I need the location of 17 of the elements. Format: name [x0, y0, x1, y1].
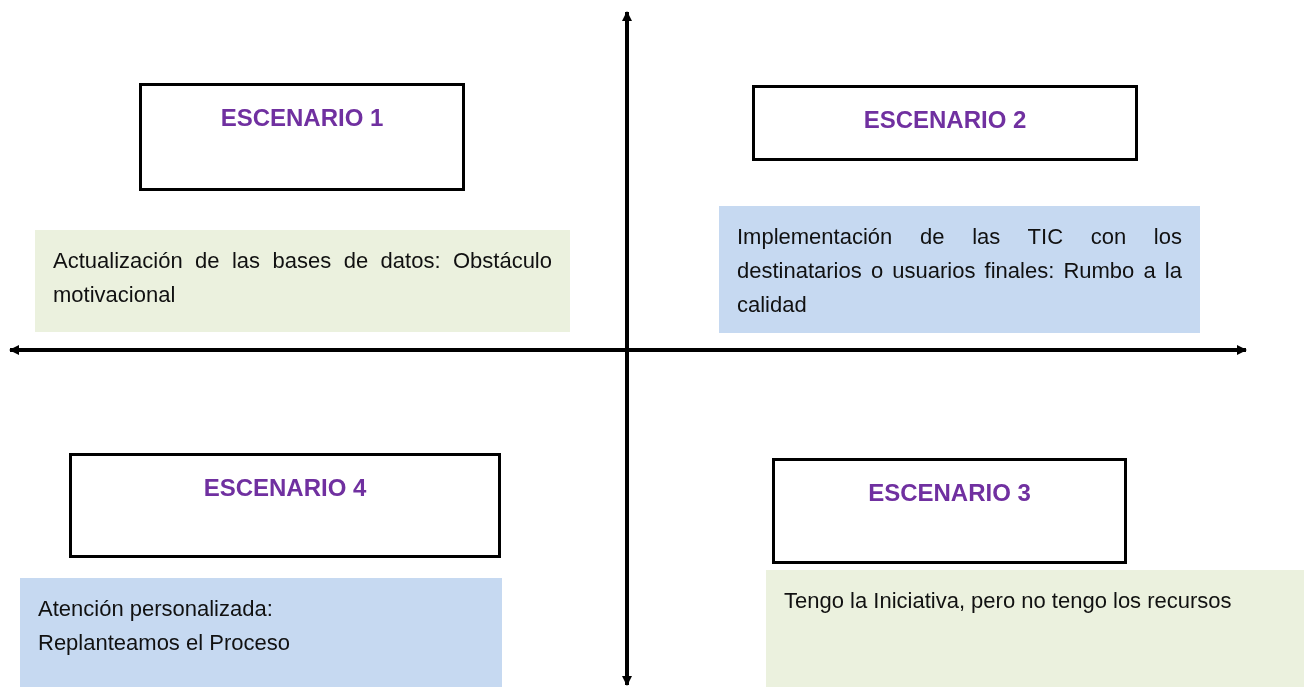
scenario-title: ESCENARIO 2 — [863, 106, 1027, 134]
scenario-title: ESCENARIO 4 — [203, 474, 367, 502]
description-box — [766, 570, 1304, 687]
scenario-title: ESCENARIO 3 — [868, 479, 1031, 507]
scenario-box — [69, 453, 501, 558]
scenario-title: ESCENARIO 1 — [220, 104, 384, 132]
description-box — [35, 230, 570, 332]
description-text: Tengo la Iniciativa, pero no tengo los recursos — [784, 587, 1233, 615]
description-box — [719, 206, 1200, 333]
description-text: Atención personalizada: — [38, 595, 274, 623]
description-text: Replanteamos el Proceso — [38, 629, 291, 657]
description-text: Implementación de las TIC con los destinatarios o usuarios finales: Rumbo a la calidad — [737, 223, 1182, 319]
scenario-box — [772, 458, 1127, 564]
scenario-box — [139, 83, 465, 191]
description-box — [20, 578, 502, 687]
scenario-box — [752, 85, 1138, 161]
description-text: Actualización de las bases de datos: Obstáculo motivacional — [53, 247, 552, 309]
